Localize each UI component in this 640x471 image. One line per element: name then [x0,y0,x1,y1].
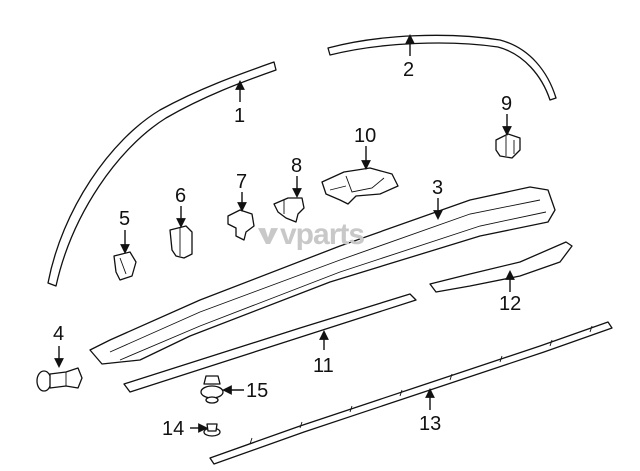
part-12-short-molding [429,241,573,293]
part-1-pillar-molding [47,61,277,287]
part-6-clip [169,225,193,259]
callout-10: 10 [354,125,376,147]
callout-12: 12 [499,293,521,315]
callout-4: 4 [53,323,64,345]
part-8-retainer [273,197,305,223]
part-5-clip [113,251,137,281]
callout-9: 9 [501,93,512,115]
callout-7: 7 [236,171,247,193]
part-14-screw [203,423,221,437]
callout-13: 13 [419,413,441,435]
vparts-watermark: vparts [258,218,388,252]
part-7-bracket-clip [227,209,255,241]
watermark-text: vparts [280,218,365,251]
part-13-lower-strip [209,321,613,465]
callout-1: 1 [234,105,245,127]
callout-6: 6 [175,185,186,207]
part-4-push-clip [36,367,83,392]
callout-15: 15 [246,380,268,402]
callout-2: 2 [403,59,414,81]
part-10-cover [321,167,399,205]
part-15-grommet [200,375,224,404]
part-11-molding-strip [123,293,417,393]
vparts-logo-icon [258,228,278,245]
leader-lines [54,34,515,433]
callout-11: 11 [313,355,334,377]
part-2-roof-molding [327,34,557,101]
callout-8: 8 [291,155,302,177]
callout-5: 5 [119,208,130,230]
part-9-clip [495,133,521,159]
callout-3: 3 [432,177,443,199]
callout-14: 14 [162,418,184,440]
part-3-rocker-panel [89,186,556,365]
